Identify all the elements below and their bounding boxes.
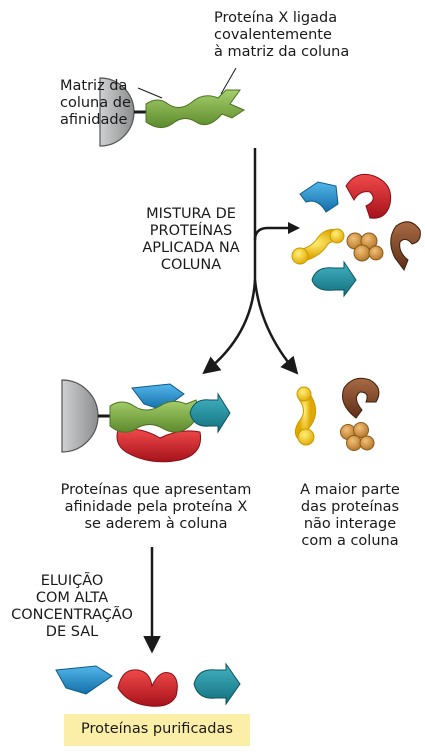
tan-protein-unbound	[340, 422, 375, 451]
blue-protein	[299, 181, 339, 213]
tan-protein	[346, 232, 384, 262]
protein-x-top	[145, 89, 246, 128]
protein-x-leader-line	[220, 67, 237, 95]
unbound-proteins	[294, 377, 380, 451]
yellow-protein-unbound	[294, 386, 316, 446]
affinity-matrix-bound	[61, 379, 110, 453]
blue-protein-purified	[55, 665, 113, 695]
protein-x-label: Proteína X ligada covalentemente à matri…	[214, 10, 350, 60]
purified-proteins-box	[64, 714, 250, 746]
protein-mixture	[291, 173, 421, 298]
teal-protein-purified	[193, 662, 241, 706]
mixture-arrowhead	[288, 222, 300, 234]
matrix-leader-line	[137, 87, 163, 99]
yellow-protein	[291, 228, 345, 265]
red-protein-purified	[117, 669, 178, 707]
brown-protein	[390, 221, 421, 272]
affinity-matrix-top	[99, 77, 146, 147]
elution-label: ELUIÇÃO COM ALTA CONCENTRAÇÃO DE SAL	[11, 573, 133, 640]
matrix-label: Matriz da coluna de afinidade	[60, 78, 131, 128]
red-protein-bound	[116, 428, 202, 463]
teal-protein	[311, 260, 357, 298]
teal-protein-bound	[189, 392, 231, 434]
unbound-proteins-label: A maior parte das proteínas não interage…	[300, 482, 400, 549]
bound-proteins-label: Proteínas que apresentam afinidade pela …	[60, 482, 252, 532]
purified-proteins-label: Proteínas purificadas	[81, 721, 233, 737]
brown-protein-unbound	[342, 377, 380, 419]
split-arrow-right	[253, 279, 299, 375]
mixture-label: MISTURA DE PROTEÍNAS APLICADA NA COLUNA	[142, 206, 240, 273]
mixture-input-arrow	[253, 226, 292, 241]
red-protein	[345, 173, 392, 219]
split-arrow-left	[202, 279, 257, 375]
